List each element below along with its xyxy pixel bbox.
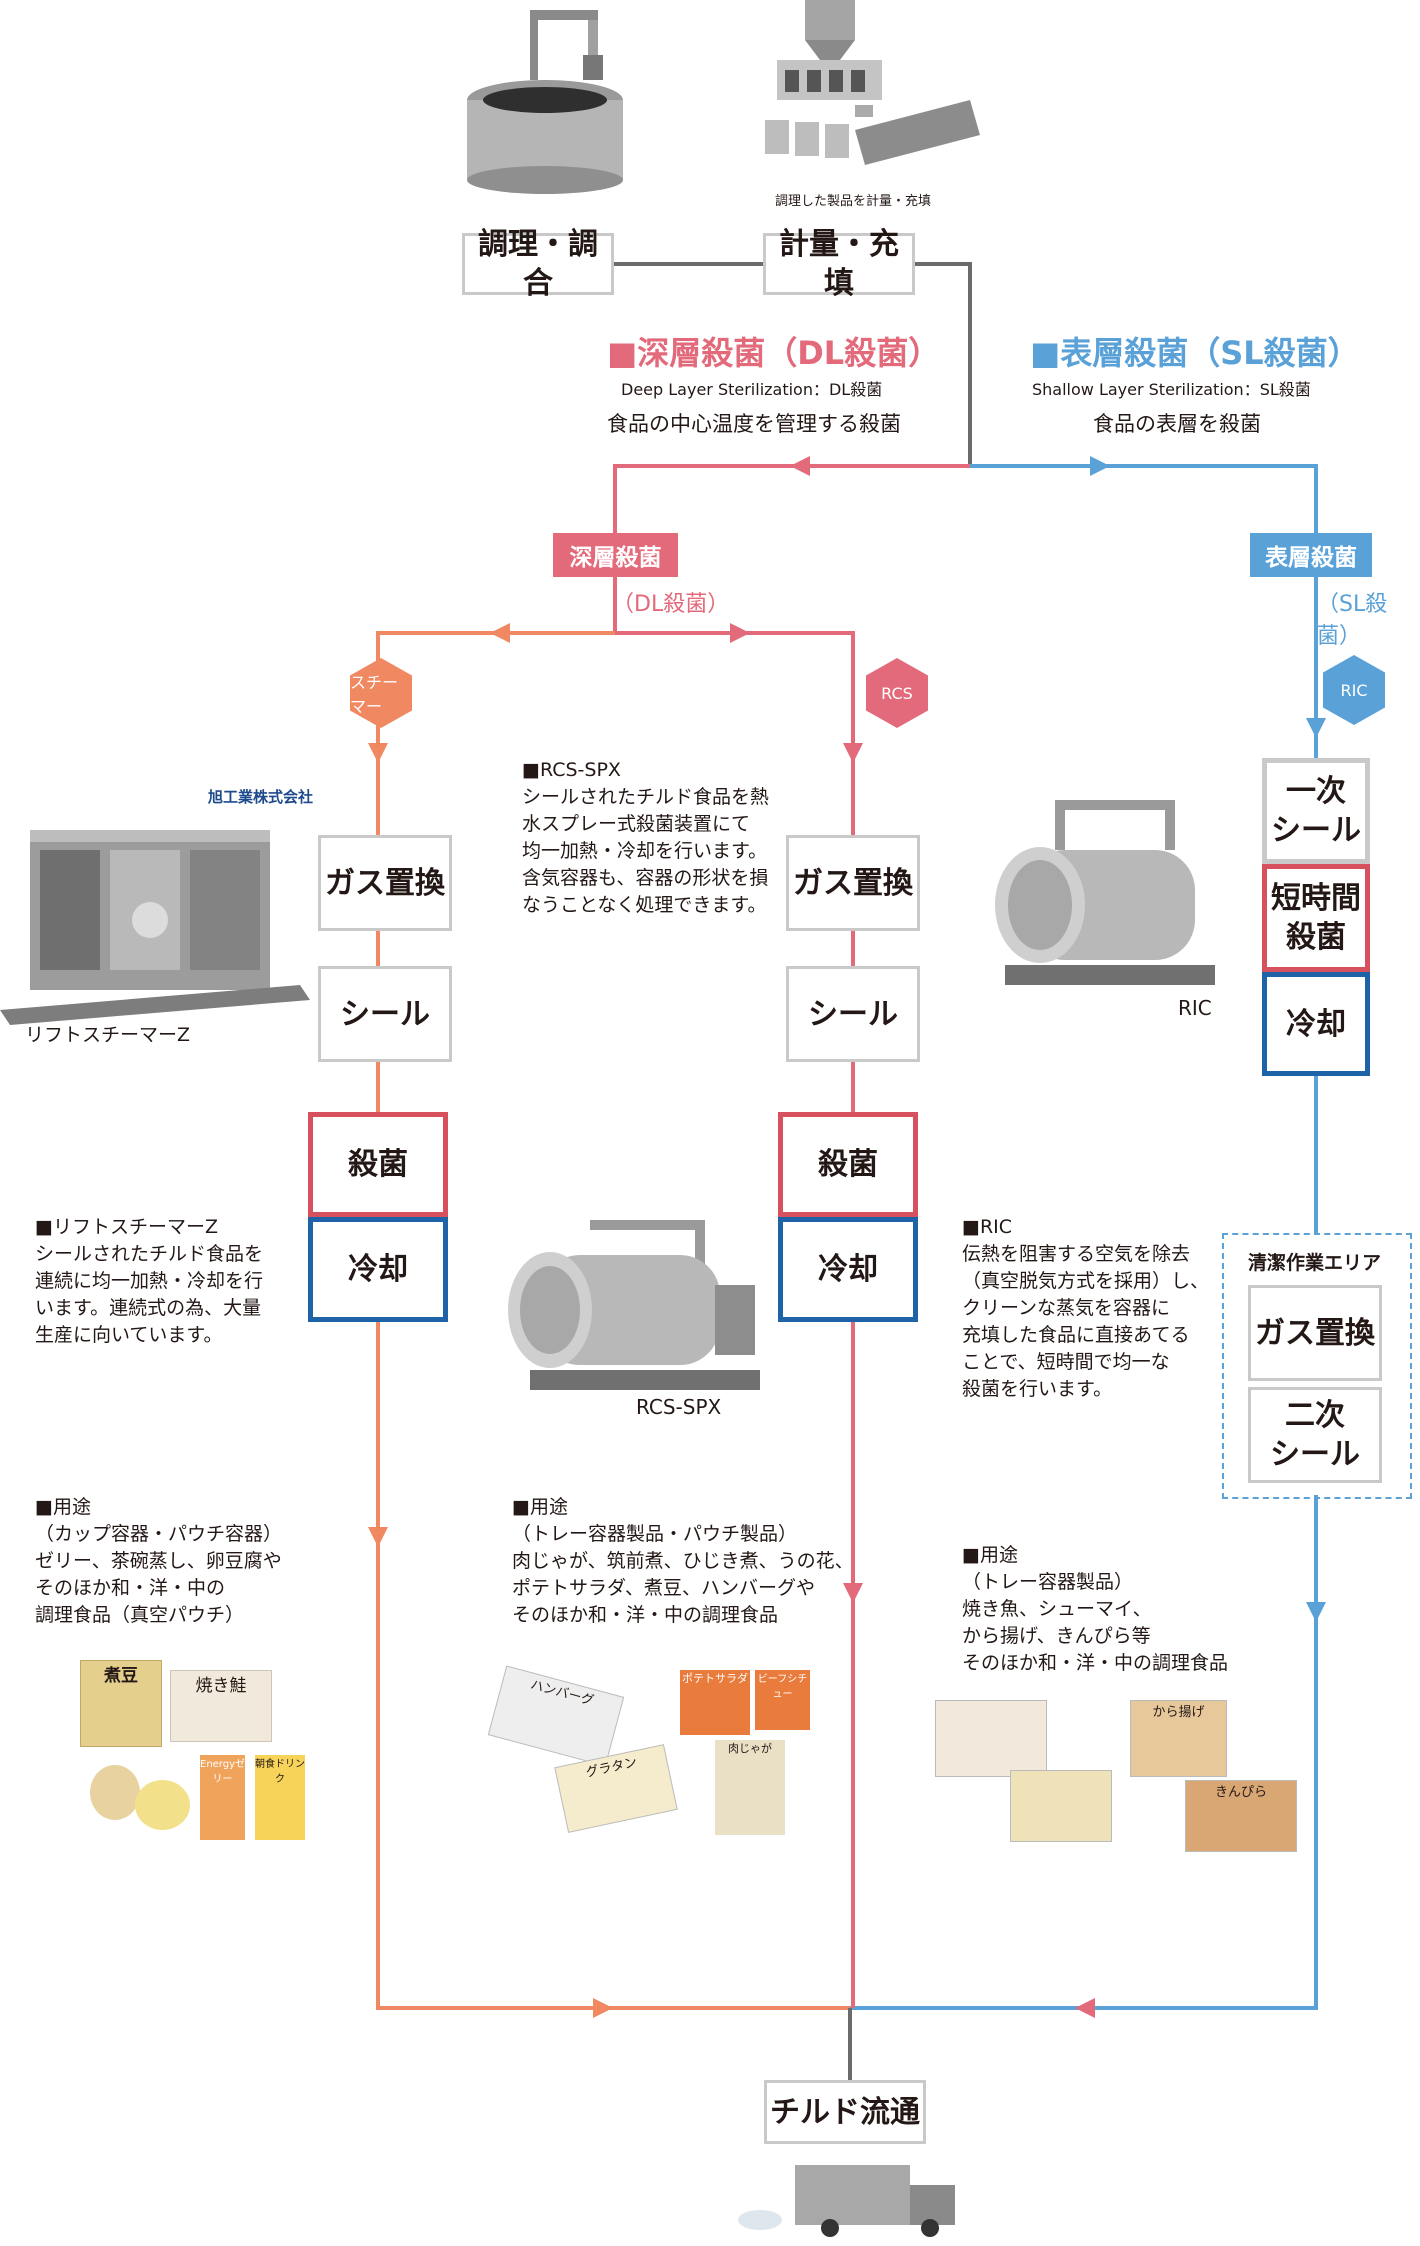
lift-steamer-caption: リフトスチーマーZ xyxy=(25,1024,191,1046)
dl-description: 食品の中心温度を管理する殺菌 xyxy=(607,412,901,436)
steamer-step-sterilize: 殺菌 xyxy=(308,1112,448,1217)
sl-heading: ■表層殺菌（SL殺菌） xyxy=(1030,334,1360,372)
rcs-spx-machine-illustration xyxy=(508,1220,760,1390)
line-dl-branch xyxy=(613,464,970,533)
dl-branch-sub: （DL殺菌） xyxy=(612,592,730,617)
product-drink: 朝食ドリンク xyxy=(255,1755,305,1840)
delivery-truck-icon xyxy=(738,2165,955,2237)
arrow-rcs-down xyxy=(843,743,863,763)
arrow-rcs-right xyxy=(730,623,750,643)
ric-products-image: から揚げ きんぴら xyxy=(935,1690,1315,1870)
step-chilled-distribution: チルド流通 xyxy=(764,2080,926,2144)
clean-step-gas: ガス置換 xyxy=(1248,1285,1382,1381)
steamer-usage: ■用途 （カップ容器・パウチ容器） ゼリー、茶碗蒸し、卵豆腐や そのほか和・洋・… xyxy=(35,1496,283,1626)
steamer-step-gas: ガス置換 xyxy=(318,835,452,931)
rcs-description: ■RCS-SPX シールされたチルド食品を熱 水スプレー式殺菌装置にて 均一加熱… xyxy=(522,759,770,916)
ric-step-short-sterilize: 短時間 殺菌 xyxy=(1262,864,1370,972)
rcs-spx-caption: RCS-SPX xyxy=(636,1395,722,1419)
product-karaage: から揚げ xyxy=(1130,1700,1227,1777)
product-nikujaga: 肉じゃが xyxy=(715,1740,785,1835)
sl-english: Shallow Layer Sterilization：SL殺菌 xyxy=(1032,380,1311,399)
clean-area-title: 清潔作業エリア xyxy=(1248,1252,1382,1274)
ric-machine-illustration xyxy=(995,800,1215,985)
product-kinpira: きんぴら xyxy=(1185,1780,1297,1852)
clean-step-secondary-seal: 二次 シール xyxy=(1248,1387,1382,1483)
product-shumai xyxy=(1010,1770,1112,1842)
arrow-sl-left xyxy=(1075,1998,1095,2018)
steamer-step-cool: 冷却 xyxy=(308,1217,448,1322)
arrow-steamer-left xyxy=(490,623,510,643)
arrow-dl-left xyxy=(790,456,810,476)
dl-branch-label: 深層殺菌 xyxy=(553,533,678,577)
ric-description: ■RIC 伝熱を阻害する空気を除去 （真空脱気方式を採用）し、 クリーンな蒸気を… xyxy=(962,1216,1210,1400)
ric-badge: RIC xyxy=(1323,655,1385,725)
steamer-badge: スチーマー xyxy=(350,658,412,728)
product-grilled-fish xyxy=(935,1700,1047,1777)
sl-description: 食品の表層を殺菌 xyxy=(1093,412,1261,436)
rcs-step-sterilize: 殺菌 xyxy=(778,1112,918,1217)
rcs-products-image: ハンバーグ グラタン ポテトサラダ ビーフシチュー 肉じゃが xyxy=(487,1660,810,1850)
dl-english: Deep Layer Sterilization：DL殺菌 xyxy=(621,380,883,399)
ric-step-cool: 冷却 xyxy=(1262,972,1370,1076)
ric-step-primary-seal: 一次 シール xyxy=(1262,758,1370,864)
ric-usage: ■用途 （トレー容器製品） 焼き魚、シューマイ、 から揚げ、きんぴら等 そのほか… xyxy=(962,1544,1229,1674)
steamer-products-image: 煮豆 焼き鮭 Energyゼリー 朝食ドリンク xyxy=(80,1660,310,1850)
product-potato-salad: ポテトサラダ xyxy=(680,1670,750,1735)
arrow-steamer-down-2 xyxy=(368,1527,388,1547)
dl-heading: ■深層殺菌（DL殺菌） xyxy=(607,334,941,372)
line-rcs-branch xyxy=(615,631,855,835)
line-sl-bottom xyxy=(850,1495,1318,2010)
product-cup-2 xyxy=(135,1780,190,1830)
arrow-sl-down xyxy=(1306,718,1326,738)
line-steamer-bottom xyxy=(376,1322,850,2010)
cooking-kettle-illustration xyxy=(467,10,623,194)
rcs-badge: RCS xyxy=(866,658,928,728)
clean-work-area xyxy=(1222,1233,1412,1499)
rcs-step-gas: ガス置換 xyxy=(786,835,920,931)
sl-branch-sub: （SL殺菌） xyxy=(1317,592,1388,649)
step-filling: 計量・充填 xyxy=(763,227,915,301)
arrow-steamer-down xyxy=(368,743,388,763)
arrow-rcs-down-2 xyxy=(843,1583,863,1603)
product-cup-1 xyxy=(90,1765,140,1820)
line-steamer-branch xyxy=(376,631,615,835)
filling-caption: 調理した製品を計量・充填 xyxy=(775,194,932,209)
arrow-steamer-right xyxy=(593,1998,613,2018)
lift-steamer-illustration xyxy=(0,830,310,1025)
maker-logo: 旭工業株式会社 xyxy=(208,788,314,806)
steamer-step-seal: シール xyxy=(318,966,452,1062)
arrow-sl-down-2 xyxy=(1306,1602,1326,1622)
rcs-usage: ■用途 （トレー容器製品・パウチ製品） 肉じゃが、筑前煮、ひじき煮、うの花、 ポ… xyxy=(512,1496,854,1626)
rcs-step-seal: シール xyxy=(786,966,920,1062)
rcs-step-cool: 冷却 xyxy=(778,1217,918,1322)
steamer-description: ■リフトスチーマーZ シールされたチルド食品を 連続に均一加熱・冷却を行 います… xyxy=(35,1216,264,1346)
step-cooking: 調理・調合 xyxy=(462,227,614,301)
product-hamburg: ハンバーグ xyxy=(487,1665,625,1767)
product-energy-jelly: Energyゼリー xyxy=(200,1755,245,1840)
product-yakijake: 焼き鮭 xyxy=(170,1670,272,1742)
line-sl-branch xyxy=(970,464,1318,758)
product-nimame: 煮豆 xyxy=(80,1660,162,1747)
line-filling-down xyxy=(915,262,972,466)
ric-caption: RIC xyxy=(1178,996,1212,1020)
product-beef-stew: ビーフシチュー xyxy=(755,1670,810,1730)
sl-branch-label: 表層殺菌 xyxy=(1250,533,1372,577)
filling-machine-illustration xyxy=(765,0,980,165)
arrow-sl-right xyxy=(1090,456,1110,476)
